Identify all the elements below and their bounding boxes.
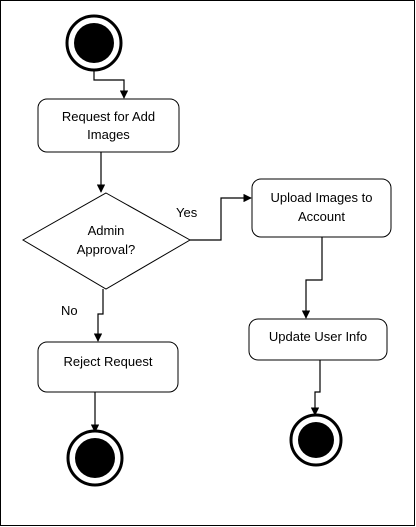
activity-update-user-info: Update User Info bbox=[248, 318, 388, 361]
activity-upload-images-line1: Upload Images to bbox=[271, 190, 373, 205]
activity-update-user-info-label: Update User Info bbox=[269, 329, 367, 344]
decision-admin-approval-line2: Approval? bbox=[77, 242, 136, 257]
edge-upload-to-update bbox=[301, 237, 323, 319]
activity-request-add-images: Request for Add Images bbox=[37, 98, 180, 153]
start-node bbox=[65, 14, 123, 72]
edge-start-to-request bbox=[93, 70, 129, 99]
decision-admin-approval: Admin Approval? bbox=[22, 192, 192, 290]
edge-approval-to-upload bbox=[190, 193, 252, 241]
edge-approval-to-reject bbox=[93, 289, 104, 342]
activity-request-add-images-line1: Request for Add bbox=[62, 109, 155, 124]
activity-upload-images-line2: Account bbox=[298, 209, 345, 224]
edge-label-yes: Yes bbox=[176, 205, 198, 220]
edge-update-to-end bbox=[310, 360, 321, 416]
activity-reject-request: Reject Request bbox=[37, 341, 179, 393]
edge-label-no: No bbox=[61, 303, 78, 318]
end-node-reject bbox=[66, 429, 124, 487]
activity-reject-request-label: Reject Request bbox=[64, 354, 153, 369]
activity-request-add-images-line2: Images bbox=[87, 127, 130, 142]
end-node-update bbox=[289, 413, 343, 467]
activity-upload-images: Upload Images to Account bbox=[251, 178, 392, 238]
decision-admin-approval-line1: Admin bbox=[88, 223, 125, 238]
